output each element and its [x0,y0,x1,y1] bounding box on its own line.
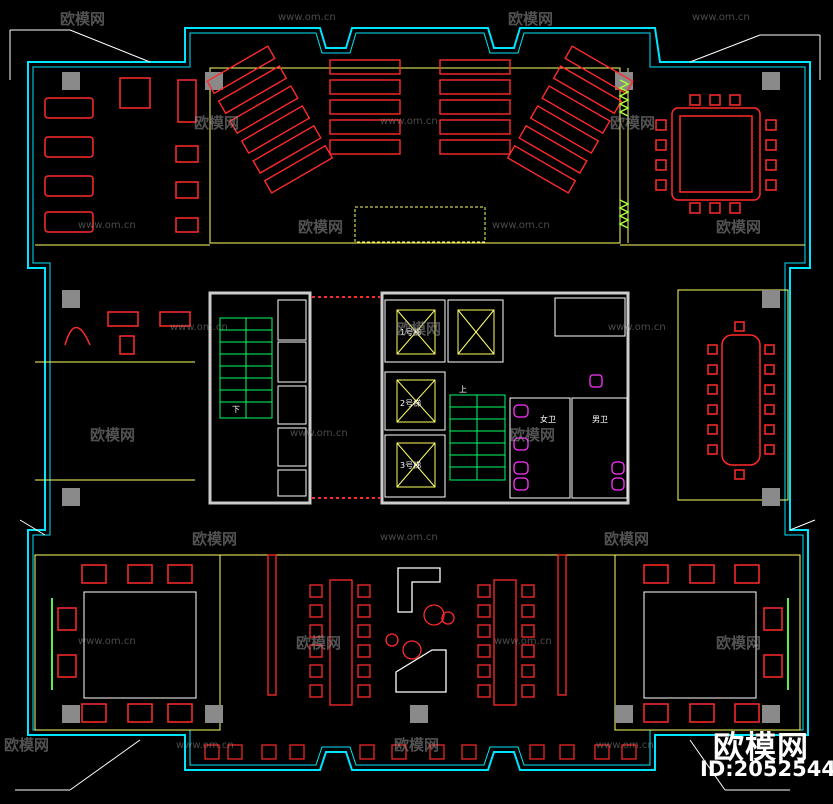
watermark-url: www.om.cn [596,740,654,751]
watermark-url: www.om.cn [492,220,550,231]
core-rooms [277,297,628,499]
women-wc-label: 女卫 [540,414,556,424]
watermark-brand: 欧模网 [508,10,554,28]
watermark-brand: 欧模网 [510,426,556,444]
watermark-brand: 欧模网 [296,634,342,652]
watermark-url: www.om.cn [608,322,666,333]
elevator-3-label: 3号梯 [400,460,421,470]
watermark-brand: 欧模网 [604,530,650,548]
stair-up-label: 上 [459,385,467,394]
watermark-url: www.om.cn [380,116,438,127]
workstations [267,554,567,706]
reception-desk [385,567,455,693]
plan-id-stamp: ID:2052544 [700,757,833,781]
watermark-url: www.om.cn [494,636,552,647]
watermark-brand: 欧模网 [4,736,50,754]
interior-partitions [34,67,805,731]
watermark-url: www.om.cn [692,12,750,23]
corner-lines [9,29,821,791]
stair-down-label: 下 [232,405,240,414]
watermark-brand: 欧模网 [394,736,440,754]
watermark-brand: 欧模网 [298,218,344,236]
watermark-brand: 欧模网 [90,426,136,444]
lounge-right [643,564,783,723]
green-accents [51,598,789,690]
watermark-url: www.om.cn [380,532,438,543]
meeting-table-top-right [655,94,777,214]
watermark-brand: 欧模网 [192,530,238,548]
watermark-brand: 欧模网 [396,320,442,338]
core-labels: 2号梯 3号梯 1号梯 上 下 女卫 男卫 [232,327,608,470]
watermark-url: www.om.cn [278,12,336,23]
core-walls [208,291,630,505]
watermark-url: www.om.cn [78,220,136,231]
men-wc-label: 男卫 [592,415,608,424]
perimeter-seating [204,744,637,760]
elevator-2-label: 2号梯 [400,398,421,408]
watermark-brand: 欧模网 [194,114,240,132]
lounge-left [57,564,197,723]
watermark-brand: 欧模网 [610,114,656,132]
brand-stamp: 欧模网 [713,730,809,766]
watermark-url: www.om.cn [290,428,348,439]
toilet-fixtures [513,374,625,491]
watermark-brand: 欧模网 [716,218,762,236]
spring-lines [618,79,630,229]
meeting-table-right [707,321,775,480]
gym-treadmills [44,77,199,355]
watermark-url: www.om.cn [176,740,234,751]
watermark-brand: 欧模网 [716,634,762,652]
auditorium-seats [206,45,634,194]
watermark-url: www.om.cn [170,322,228,333]
columns [62,72,780,723]
watermark-url: www.om.cn [78,636,136,647]
elevator-cabins [396,309,495,488]
exterior-wall [27,27,811,771]
watermark-brand: 欧模网 [60,10,106,28]
stairs [219,317,506,481]
elevator-1-label: 1号梯 [400,327,421,337]
